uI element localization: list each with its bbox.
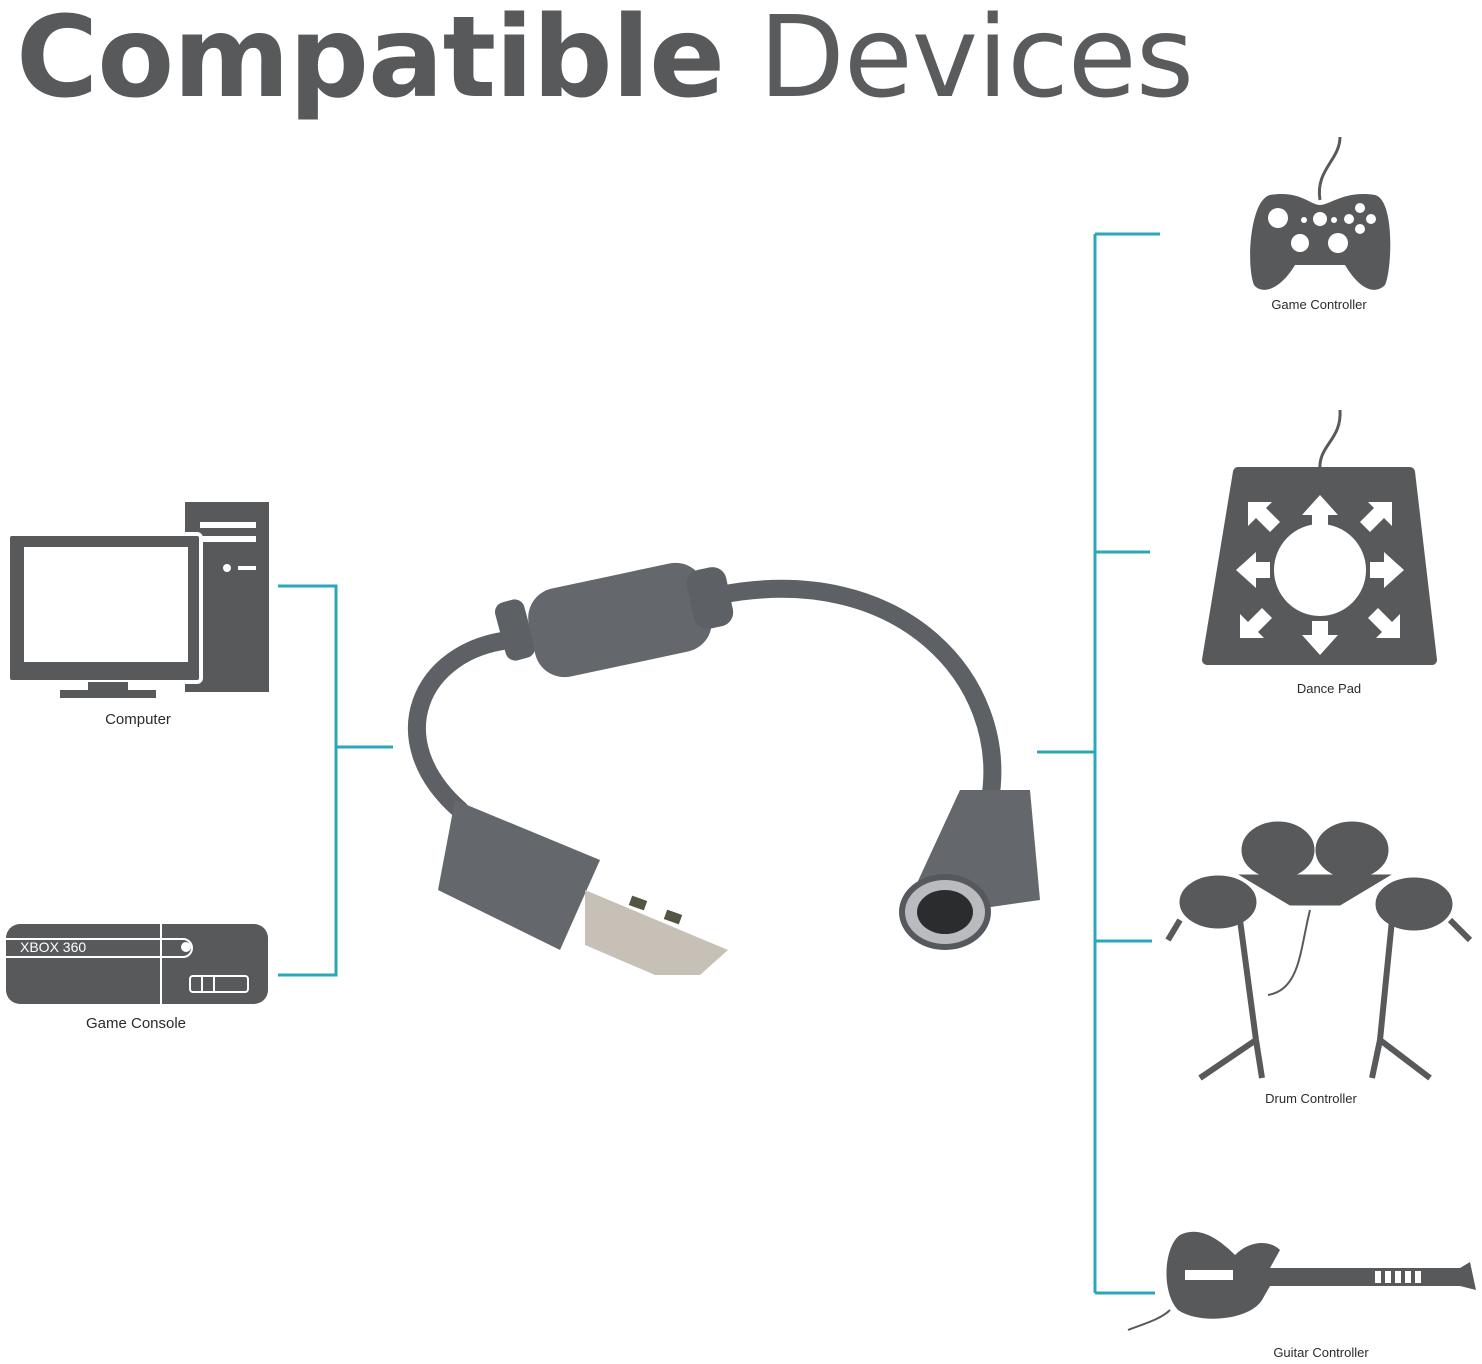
label-game-controller: Game Controller <box>1271 297 1367 312</box>
label-drum-controller: Drum Controller <box>1265 1091 1357 1106</box>
console-text: XBOX 360 <box>20 939 86 955</box>
game-console-icon: XBOX 360 <box>6 924 268 1004</box>
computer-icon <box>6 502 269 698</box>
left-bracket <box>278 584 338 977</box>
game-controller-icon <box>1250 136 1391 290</box>
xbox-connector <box>899 790 1040 950</box>
usb-a-plug <box>438 800 728 975</box>
label-guitar-controller: Guitar Controller <box>1273 1345 1369 1360</box>
page-title: Compatible Devices <box>16 0 1194 128</box>
title-bold: Compatible <box>16 0 725 123</box>
connector-lines <box>278 232 1160 1295</box>
label-dance-pad: Dance Pad <box>1296 681 1362 696</box>
usb-breakaway-cable <box>407 562 1040 975</box>
dance-pad-icon <box>1202 409 1437 665</box>
guitar-controller-icon <box>1127 1231 1476 1331</box>
drum-controller-icon <box>1165 821 1473 1081</box>
label-game-console: Game Console <box>85 1015 187 1032</box>
title-light: Devices <box>758 0 1194 123</box>
label-computer: Computer <box>105 711 171 728</box>
